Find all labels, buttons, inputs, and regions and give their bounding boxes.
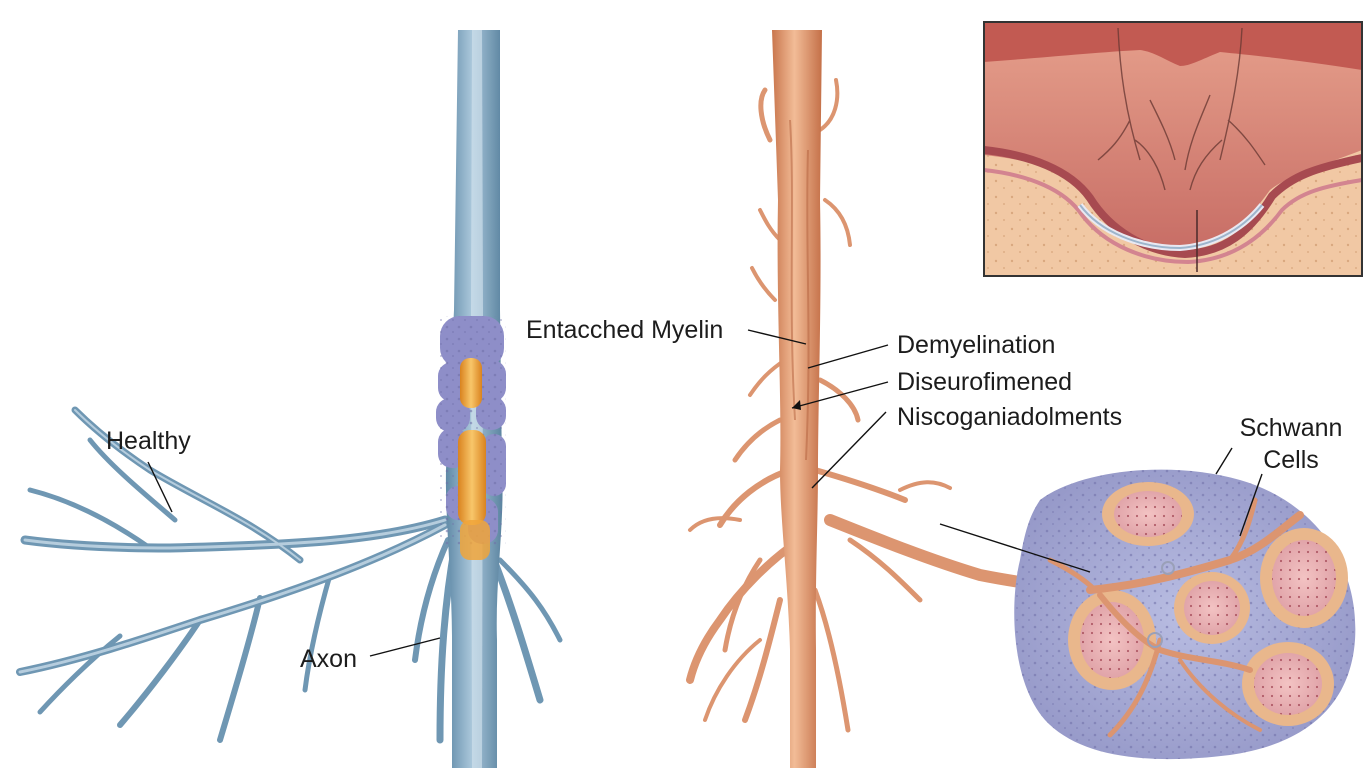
leader-schwann-cells xyxy=(1215,447,1233,475)
label-schwann-line1: Schwann xyxy=(1239,414,1343,442)
label-entacched-myelin: Entacched Myelin xyxy=(526,316,724,344)
leader-diseurofimened xyxy=(791,381,889,409)
leader-demyelination xyxy=(807,344,889,369)
schwann-cell xyxy=(1174,572,1250,644)
schwann-cell-cluster xyxy=(1014,469,1356,760)
myelin-sheath xyxy=(436,316,506,560)
label-healthy: Healthy xyxy=(106,427,191,455)
leader-niscoganiadolments xyxy=(811,411,887,489)
healthy-nerve-illustration xyxy=(16,30,563,768)
leader-entacched-myelin xyxy=(747,329,807,345)
schwann-cell xyxy=(1242,642,1334,726)
schwann-cell xyxy=(1260,528,1348,628)
label-axon: Axon xyxy=(300,645,357,673)
leader-lines xyxy=(147,329,1263,657)
leader-fibre-to-cluster xyxy=(939,523,1091,573)
damaged-nerve-illustration xyxy=(686,30,1106,768)
schwann-cell xyxy=(1102,482,1194,546)
schwann-cell xyxy=(1068,590,1156,690)
label-niscoganiadolments: Niscoganiadolments xyxy=(897,403,1123,431)
label-diseurofimened: Diseurofimened xyxy=(897,368,1073,396)
label-schwann-line2: Cells xyxy=(1263,446,1319,474)
leader-healthy xyxy=(147,461,173,513)
leader-schwann-cells-2 xyxy=(1239,473,1263,537)
tissue-cross-section-inset xyxy=(983,21,1363,277)
arrowhead xyxy=(792,400,801,410)
leader-axon xyxy=(369,637,441,657)
label-demyelination: Demyelination xyxy=(897,331,1056,359)
